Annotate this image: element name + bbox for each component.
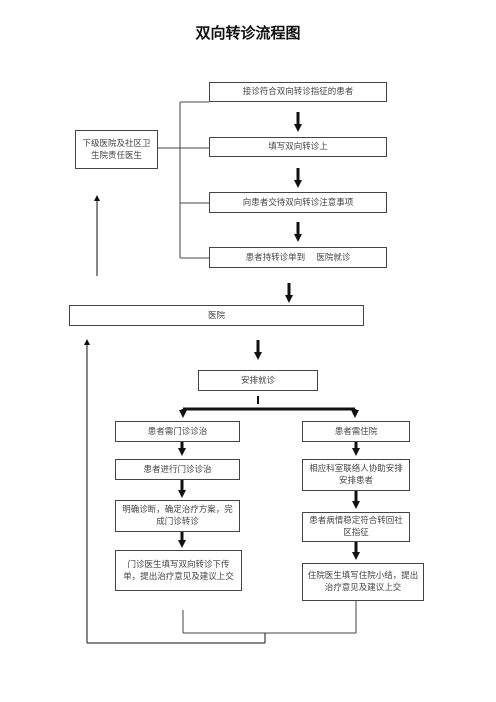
node-dept-contact: 相应科室联络人协助安排安排患者 (302, 459, 410, 491)
node-outpatient-treat: 患者进行门诊诊治 (115, 459, 240, 480)
node-stable: 患者病情稳定符合转回社区指征 (302, 512, 410, 542)
node-lower-doctor: 下级医院及社区卫生院责任医生 (75, 130, 158, 169)
node-explain-notes: 向患者交待双向转诊注意事项 (209, 192, 387, 213)
node-outpatient-form: 门诊医生填写双向转诊下传单，提出治疗意见及建议上交 (115, 550, 242, 591)
left-bracket (158, 101, 209, 259)
node-inpatient-need: 患者需住院 (302, 421, 410, 442)
node-receive-patient: 接诊符合双向转诊指征的患者 (209, 82, 387, 102)
node-hospital: 医院 (69, 305, 364, 326)
bottom-bracket (182, 601, 357, 634)
node-arrange: 安排就诊 (198, 370, 318, 391)
split-bar (179, 407, 359, 418)
page-title: 双向转诊流程图 (195, 24, 301, 42)
node-diagnose: 明确诊断，确定治疗方案，完成门诊转诊 (115, 500, 240, 532)
node-inpatient-form: 住院医生填写住院小结，提出治疗意见及建议上交 (302, 563, 424, 601)
node-patient-goes: 患者持转诊单到 医院就诊 (209, 247, 387, 268)
top-arrows (254, 112, 302, 360)
feedback-loop (84, 339, 266, 644)
node-fill-form: 填写双向转诊上 (209, 137, 387, 157)
node-outpatient-need: 患者需门诊诊治 (115, 421, 240, 442)
